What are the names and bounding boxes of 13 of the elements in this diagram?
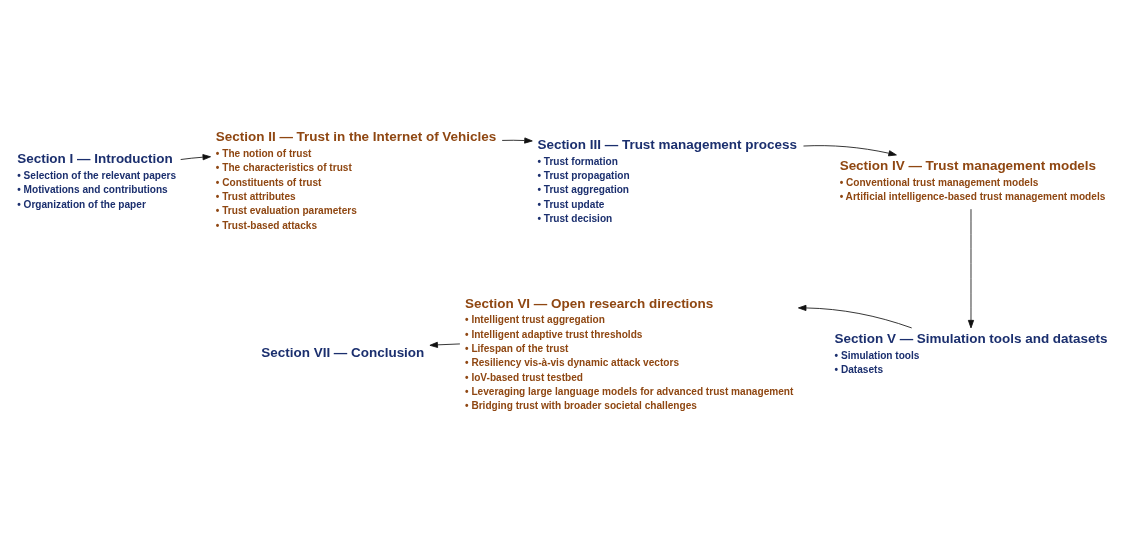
node-text: Section V — Simulation tools and datasets • Simulation tools • Datasets [834,330,1108,375]
node-text: Section VII — Conclusion [261,344,425,360]
arrow [501,136,533,144]
node-text: Section III — Trust management process • Trust formation • Trust propagation • Trust aggregation • Trust update • Trust decision [537,136,797,224]
node-text: Section IV — Trust management models • Conventional trust management models • Artificial intelligence-based trust management models [839,157,1106,202]
arrow [429,341,461,348]
arrow [967,208,975,328]
arrow [803,144,897,156]
node-text: Section II — Trust in the Internet of Vehicles • The notion of trust • The characteristics of trust • Constituents of trust • Trust attributes • Trust evaluation parameters • Trust-based attacks [215,128,497,231]
arrow [180,153,211,160]
node-text: Section I — Introduction • Selection of the relevant papers • Motivations and contributions • Organization of the paper [17,150,177,210]
node-text: Section VI — Open research directions • Intelligent trust aggregation • Intelligent adaptive trust thresholds • Lifespan of the trust • Resiliency vis-à-vis dynamic attack vectors • IoV-based trust testbed • Leveraging large language models for advanced trust management • Bridging trust with broader societal challenges [465,295,794,411]
arrow [798,304,913,328]
